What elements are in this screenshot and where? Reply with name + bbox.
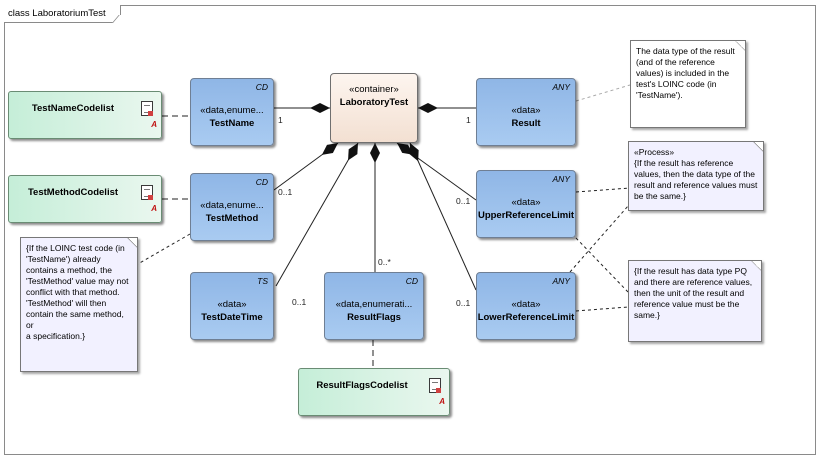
class-testname[interactable]: CD «data,enume... TestName	[190, 78, 274, 146]
class-upperreferencelimit[interactable]: ANY «data» UpperReferenceLimit	[476, 170, 576, 238]
codelist-testname[interactable]: TestNameCodelist A	[8, 91, 162, 139]
codelist-testname-label: TestNameCodelist	[31, 103, 115, 114]
note-method: {If the LOINC test code (in 'TestName') …	[20, 237, 138, 372]
class-name: Result	[511, 118, 541, 129]
link-upper	[396, 142, 477, 201]
codelist-testmethod[interactable]: TestMethodCodelist A	[8, 175, 162, 223]
class-stereotype: «data»	[511, 105, 541, 116]
class-type: CD	[405, 276, 418, 286]
codelist-resultflags[interactable]: ResultFlagsCodelist A	[298, 368, 450, 416]
abstract-badge: A	[439, 397, 445, 406]
class-stereotype: «data,enume...	[200, 105, 264, 116]
note-link-result	[575, 84, 631, 102]
class-stereotype: «data,enume...	[200, 200, 264, 211]
codelist-resultflags-label: ResultFlagsCodelist	[316, 380, 408, 391]
link-lower	[409, 142, 477, 291]
diagram-title: class LaboratoriumTest	[4, 5, 121, 23]
multiplicity-upper: 0..1	[456, 196, 471, 206]
note-result-type: The data type of the result (and of the …	[630, 40, 746, 128]
note-link-pq-lower	[575, 306, 629, 312]
note-link-process-lower	[569, 205, 629, 273]
note-process: «Process» {If the result has reference v…	[628, 141, 764, 211]
note-link-pq-upper	[575, 237, 629, 293]
note-link-process-upper	[575, 187, 631, 193]
abstract-badge: A	[151, 204, 157, 213]
multiplicity-testmethod: 0..1	[278, 187, 293, 197]
class-name: TestDateTime	[201, 312, 263, 323]
multiplicity-testdatetime: 0..1	[292, 297, 307, 307]
class-stereotype: «data»	[511, 197, 541, 208]
abstract-badge: A	[151, 120, 157, 129]
class-stereotype: «data»	[511, 299, 541, 310]
class-type: CD	[255, 177, 268, 187]
document-icon	[141, 185, 153, 200]
codelist-testmethod-label: TestMethodCodelist	[27, 187, 119, 198]
class-name: TestMethod	[205, 213, 259, 224]
class-type: ANY	[552, 174, 570, 184]
document-icon	[429, 378, 441, 393]
class-name: LaboratoryTest	[339, 97, 409, 108]
class-result[interactable]: ANY «data» Result	[476, 78, 576, 146]
class-stereotype: «data»	[217, 299, 247, 310]
class-type: CD	[255, 82, 268, 92]
class-stereotype: «data,enumerati...	[335, 299, 413, 310]
multiplicity-lower: 0..1	[456, 298, 471, 308]
class-laboratorytest[interactable]: «container» LaboratoryTest	[330, 73, 418, 143]
multiplicity-result: 1	[466, 115, 471, 125]
diagram-frame	[4, 5, 816, 455]
class-testmethod[interactable]: CD «data,enume... TestMethod	[190, 173, 274, 241]
class-type: ANY	[552, 82, 570, 92]
class-resultflags[interactable]: CD «data,enumerati... ResultFlags	[324, 272, 424, 340]
class-name: ResultFlags	[347, 312, 401, 323]
class-lowerreferencelimit[interactable]: ANY «data» LowerReferenceLimit	[476, 272, 576, 340]
document-icon	[141, 101, 153, 116]
class-name: UpperReferenceLimit	[477, 210, 575, 221]
class-name: LowerReferenceLimit	[477, 312, 575, 323]
class-testdatetime[interactable]: TS «data» TestDateTime	[190, 272, 274, 340]
link-testmethod	[273, 142, 339, 191]
link-testdatetime	[275, 142, 359, 287]
class-name: TestName	[209, 118, 255, 129]
class-type: ANY	[552, 276, 570, 286]
note-pq-unit: {If the result has data type PQ and ther…	[628, 260, 762, 342]
class-type: TS	[257, 276, 268, 286]
note-link-method	[137, 233, 191, 265]
multiplicity-resultflags: 0..*	[378, 257, 391, 267]
multiplicity-testname: 1	[278, 115, 283, 125]
class-stereotype: «container»	[349, 84, 399, 95]
